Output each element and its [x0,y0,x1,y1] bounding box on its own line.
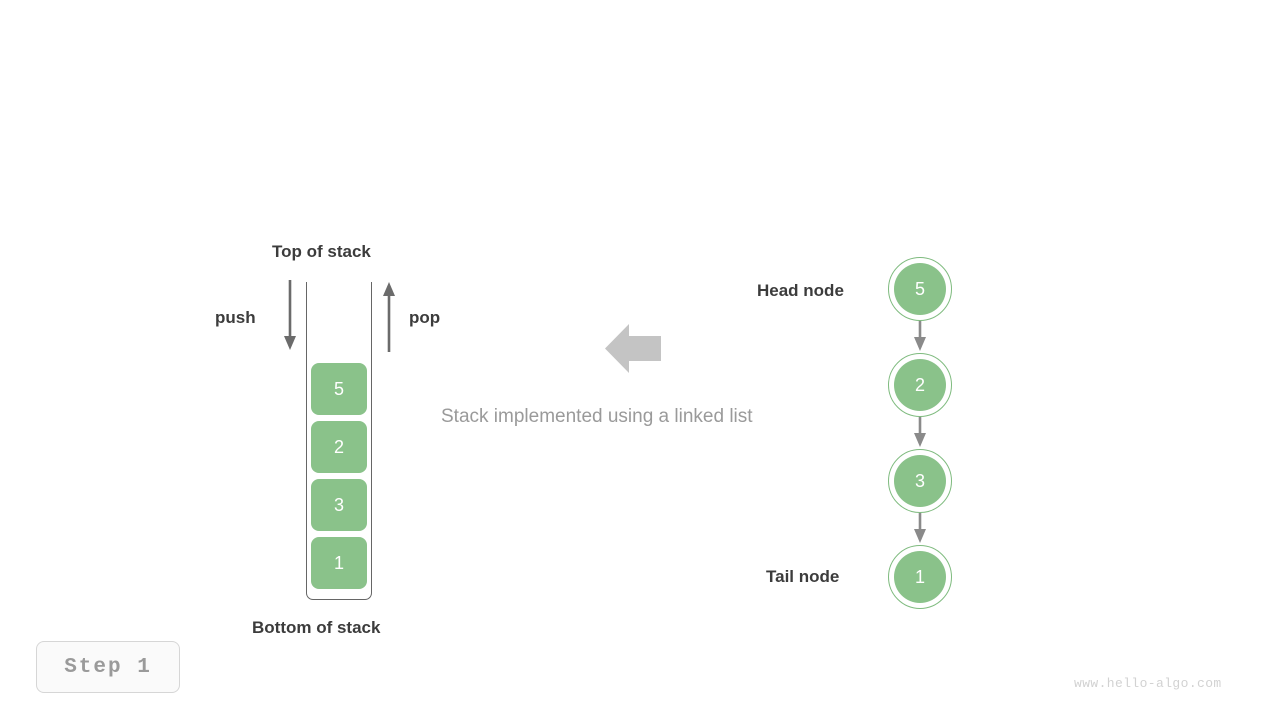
linked-list-node: 5 [888,257,952,321]
tail-node-label: Tail node [766,567,840,586]
head-node-label: Head node [757,281,844,300]
linked-list-node-value: 3 [894,455,946,507]
pop-label: pop [409,308,441,327]
link-arrow-icon-1 [914,321,926,351]
diagram-caption: Stack implemented using a linked list [441,406,753,427]
step-badge-label: Step 1 [64,655,152,679]
stack-block: 2 [311,421,367,473]
linked-list-node-value: 2 [894,359,946,411]
step-badge: Step 1 [36,641,180,693]
push-arrow-icon [284,280,296,350]
linked-list-node: 1 [888,545,952,609]
push-label: push [215,308,256,327]
stack-container [306,282,372,600]
bottom-of-stack-label: Bottom of stack [252,618,381,637]
link-arrow-icon-2 [914,417,926,447]
stack-block: 3 [311,479,367,531]
pop-arrow-icon [383,282,395,352]
stack-block: 5 [311,363,367,415]
linked-list-node: 2 [888,353,952,417]
stack-block: 1 [311,537,367,589]
linked-list-node-value: 1 [894,551,946,603]
linked-list-node-value: 5 [894,263,946,315]
linked-list-node: 3 [888,449,952,513]
top-of-stack-label: Top of stack [272,242,371,261]
watermark: www.hello-algo.com [1074,676,1222,691]
stack-blocks: 5 2 3 1 [311,363,367,589]
link-arrow-icon-3 [914,513,926,543]
transform-arrow-icon [605,324,661,373]
